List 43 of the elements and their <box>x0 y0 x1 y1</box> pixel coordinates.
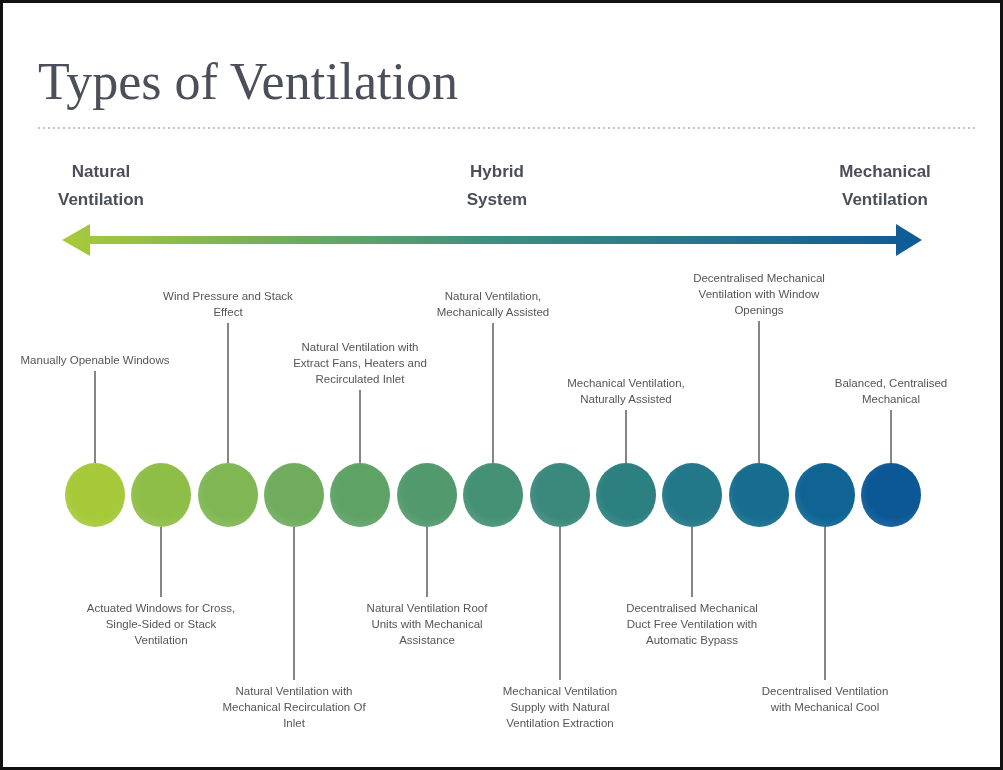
type-label: Decentralised Ventilation with Mechanical Cool <box>750 683 900 715</box>
leader-line <box>758 320 760 464</box>
leader-line <box>890 409 892 464</box>
type-label: Balanced, Centralised Mechanical <box>816 375 966 407</box>
type-label: Natural Ventilation Roof Units with Mechanical Assistance <box>352 600 502 648</box>
type-label: Natural Ventilation with Extract Fans, Heaters and Recirculated Inlet <box>285 339 435 387</box>
leader-line <box>359 389 361 464</box>
type-label: Wind Pressure and Stack Effect <box>153 288 303 320</box>
type-label: Mechanical Ventilation Supply with Natural Ventilation Extraction <box>485 683 635 731</box>
ventilation-circle <box>131 463 191 527</box>
ventilation-circle <box>397 463 457 527</box>
type-label: Decentralised Mechanical Duct Free Ventilation with Automatic Bypass <box>617 600 767 648</box>
ventilation-circle <box>596 463 656 527</box>
leader-line <box>691 526 693 598</box>
ventilation-circle <box>330 463 390 527</box>
title: Types of Ventilation <box>38 52 458 111</box>
type-label: Manually Openable Windows <box>20 352 170 368</box>
ventilation-circle <box>530 463 590 527</box>
leader-line <box>160 526 162 598</box>
leader-line <box>293 526 295 681</box>
leader-line <box>492 322 494 464</box>
ventilation-circle <box>861 463 921 527</box>
leader-line <box>625 409 627 464</box>
ventilation-circle <box>463 463 523 527</box>
type-label: Actuated Windows for Cross, Single-Sided or Stack Ventilation <box>86 600 236 648</box>
leader-line <box>94 370 96 464</box>
leader-line <box>824 526 826 681</box>
ventilation-circle <box>65 463 125 527</box>
ventilation-circle <box>662 463 722 527</box>
leader-line <box>559 526 561 681</box>
ventilation-circle <box>729 463 789 527</box>
type-label: Mechanical Ventilation, Naturally Assisted <box>551 375 701 407</box>
spectrum-label: Hybrid System <box>465 161 529 211</box>
spectrum-label: Natural Ventilation <box>57 161 145 211</box>
leader-line <box>426 526 428 598</box>
ventilation-circle <box>795 463 855 527</box>
ventilation-circle <box>264 463 324 527</box>
type-label: Natural Ventilation, Mechanically Assisted <box>418 288 568 320</box>
type-label: Decentralised Mechanical Ventilation with Window Openings <box>684 270 834 318</box>
leader-line <box>227 322 229 464</box>
ventilation-circle <box>198 463 258 527</box>
spectrum-label: Mechanical Ventilation <box>838 161 932 211</box>
type-label: Natural Ventilation with Mechanical Recirculation Of Inlet <box>219 683 369 731</box>
